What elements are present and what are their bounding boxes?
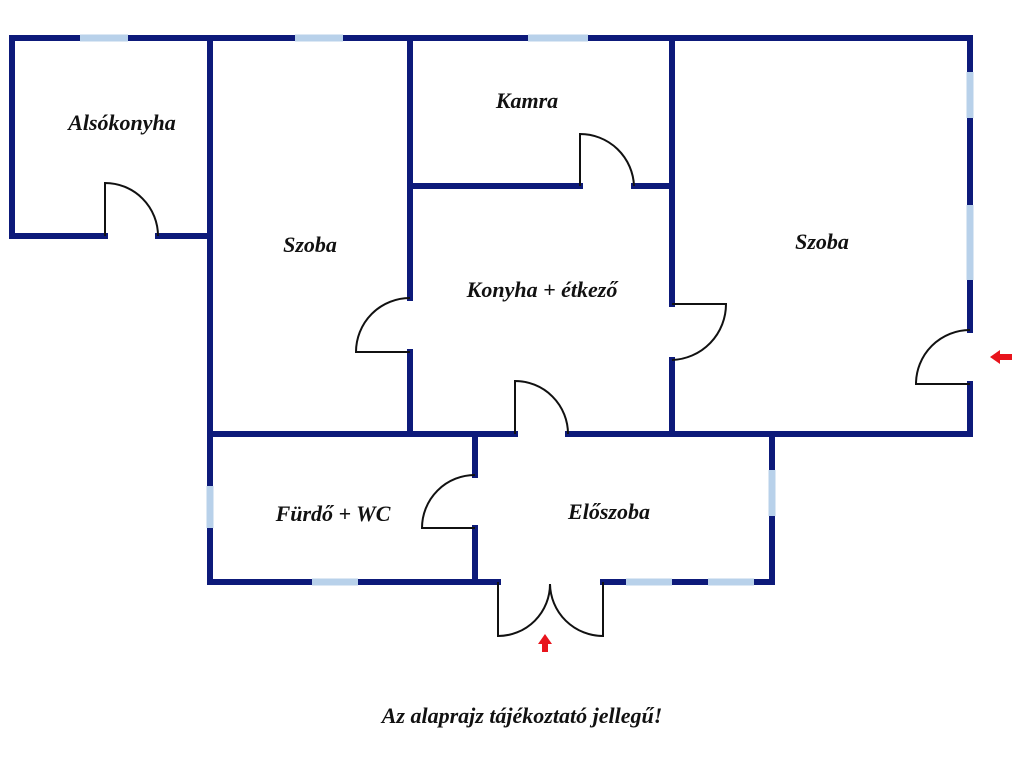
entrance-arrow-side xyxy=(990,350,1012,364)
door-konyha-eloszoba xyxy=(514,379,569,435)
room-label-szoba-right: Szoba xyxy=(795,229,849,254)
disclaimer-note: Az alaprajz tájékoztató jellegű! xyxy=(380,703,663,728)
windows xyxy=(80,34,974,586)
door-alsokonyha xyxy=(104,181,159,237)
room-label-eloszoba: Előszoba xyxy=(567,499,650,524)
room-label-alsokonyha: Alsókonyha xyxy=(66,110,176,135)
door-szoba-left xyxy=(354,297,411,353)
entrance-arrow-front xyxy=(538,634,552,652)
door-kamra xyxy=(579,132,635,187)
door-entrance-right xyxy=(549,582,604,638)
room-label-furdo: Fürdő + WC xyxy=(275,501,391,526)
room-label-szoba-left: Szoba xyxy=(283,232,337,257)
door-szoba-right xyxy=(671,303,728,361)
door-exterior-side xyxy=(914,329,971,385)
door-entrance-left xyxy=(497,582,551,638)
doors xyxy=(104,132,971,638)
door-furdo xyxy=(420,474,476,529)
room-label-kamra: Kamra xyxy=(495,88,558,113)
room-label-konyha: Konyha + étkező xyxy=(466,277,620,302)
